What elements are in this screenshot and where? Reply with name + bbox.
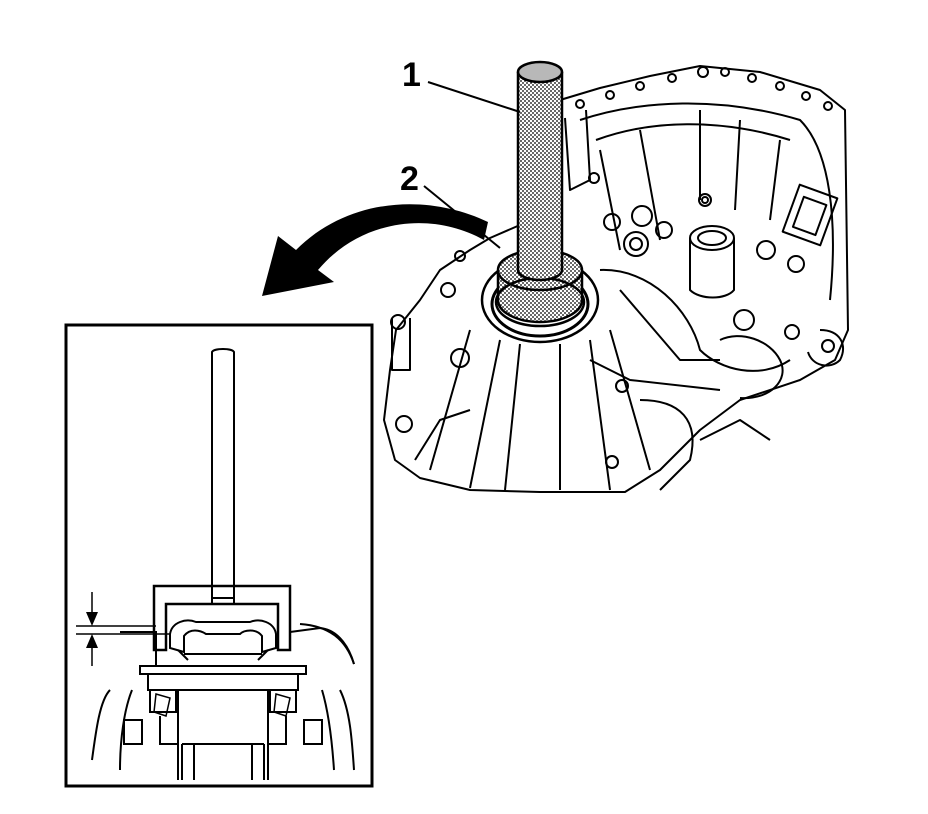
callout-number-1: 1: [402, 56, 421, 94]
seal-installer-tool: [494, 60, 586, 328]
detail-arrow-icon: [262, 204, 488, 296]
transaxle-case: [383, 65, 849, 493]
callout-number-2: 2: [400, 160, 419, 198]
detail-inset: [64, 323, 374, 788]
